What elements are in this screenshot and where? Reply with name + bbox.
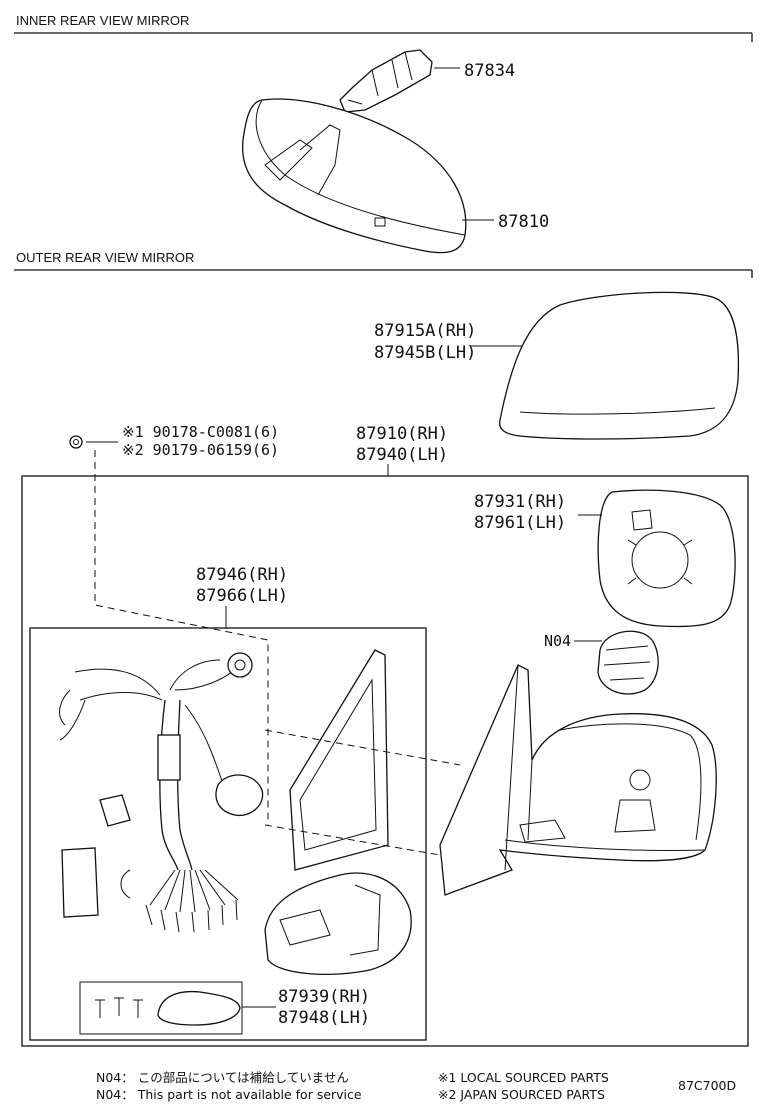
part-number-87945b-lh: 87945B(LH) (374, 343, 476, 363)
part-number-87939-rh: 87939(RH) (278, 987, 370, 1007)
inner-mirror-drawing (241, 49, 494, 254)
part-number-87810: 87810 (498, 212, 549, 232)
note-n04-english: N04： This part is not available for serv… (96, 1087, 362, 1102)
assembly-frame-87910 (21, 475, 749, 1047)
gasket-87939 (157, 990, 241, 1026)
section-title-outer: OUTER REAR VIEW MIRROR (16, 250, 194, 265)
note-n04-japanese: N04： この部品については補給していません (96, 1070, 349, 1085)
part-number-87948-lh: 87948(LH) (278, 1008, 370, 1028)
screw-set-icon (95, 997, 143, 1018)
diagram-code: 87C700D (678, 1078, 736, 1093)
wire-harness-drawing (59, 652, 264, 933)
inner-mirror-87810 (241, 98, 467, 254)
note-japan-sourced: ※2 JAPAN SOURCED PARTS (438, 1087, 605, 1102)
mirror-cover-87834 (339, 49, 433, 113)
screw-kit-frame-87939 (79, 981, 243, 1035)
mirror-glass-87931 (597, 489, 736, 628)
outer-mirror-housing (439, 664, 717, 896)
part-number-87940-lh: 87940(LH) (356, 445, 448, 465)
dashed-guide-2 (264, 824, 441, 856)
part-number-87834: 87834 (464, 61, 515, 81)
note-local-sourced: ※1 LOCAL SOURCED PARTS (438, 1070, 609, 1085)
dashed-guide-screw (94, 450, 269, 825)
section-title-inner: INNER REAR VIEW MIRROR (16, 13, 189, 28)
part-number-87961-lh: 87961(LH) (474, 513, 566, 533)
part-number-87946-rh: 87946(RH) (196, 565, 288, 585)
mirror-cap-87915 (499, 291, 740, 440)
part-number-87910-rh: 87910(RH) (356, 424, 448, 444)
part-code-n04: N04 (544, 632, 571, 650)
part-number-screw-local: ※1 90178-C0081(6) (122, 423, 279, 441)
harness-frame-87946 (29, 627, 427, 1041)
part-number-87931-rh: 87931(RH) (474, 492, 566, 512)
screw-icon (69, 435, 83, 449)
part-number-87915a-rh: 87915A(RH) (374, 321, 476, 341)
part-number-87966-lh: 87966(LH) (196, 586, 288, 606)
part-number-screw-japan: ※2 90179-06159(6) (122, 441, 279, 459)
actuator-n04 (597, 630, 659, 695)
mirror-bracket-drawing (264, 649, 412, 975)
dashed-guide-1 (264, 729, 461, 766)
